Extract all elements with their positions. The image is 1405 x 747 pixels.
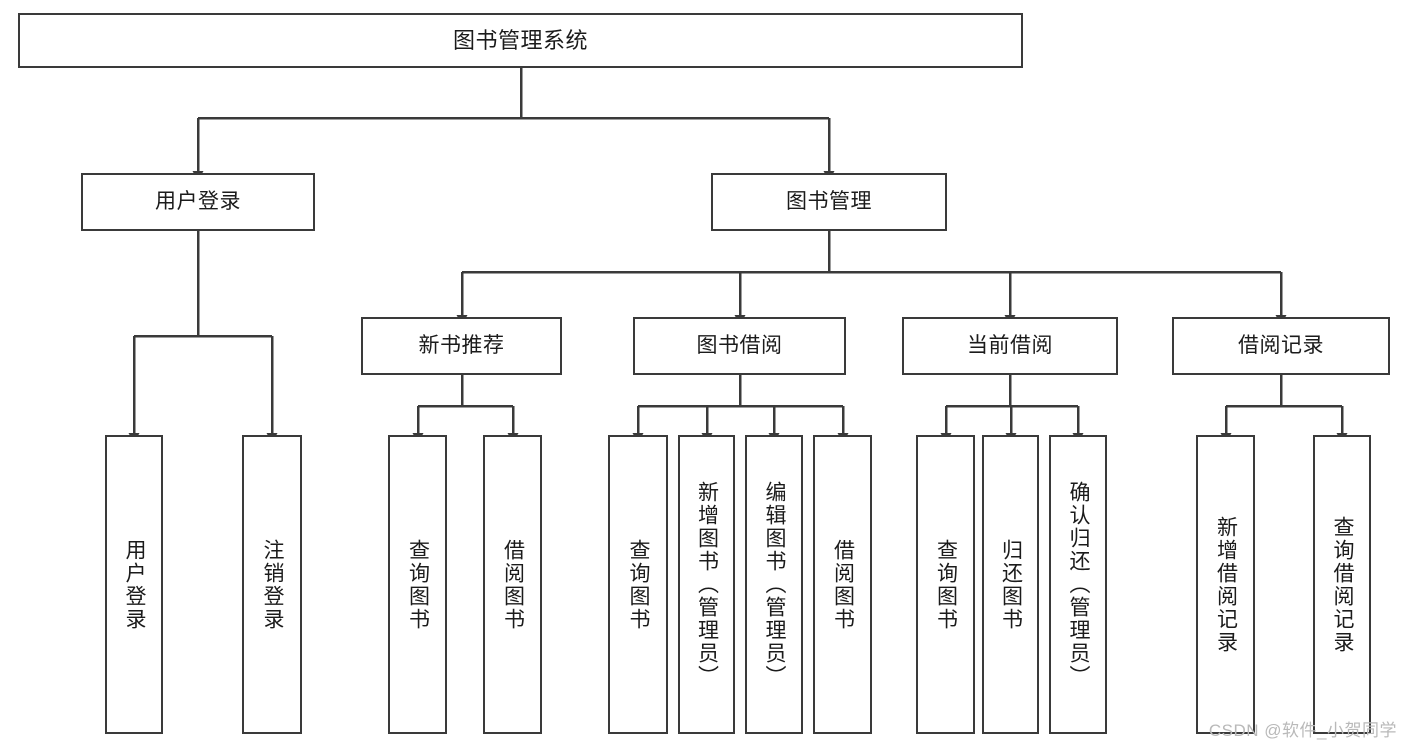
node-current-borrow[interactable]: 当前借阅 [902, 317, 1118, 375]
node-label-root: 图书管理系统 [452, 27, 588, 53]
node-label-book-borrow: 图书借阅 [696, 333, 783, 357]
node-label-user-login: 用户登录 [155, 189, 241, 213]
node-user-login[interactable]: 用户登录 [81, 173, 315, 231]
node-label-leaf-rec-query2: 查询借阅记录 [1331, 515, 1355, 654]
node-label-leaf-borrow-edit: 编辑图书（管理员） [763, 481, 787, 688]
node-label-borrow-record: 借阅记录 [1238, 333, 1324, 357]
node-label-current-borrow: 当前借阅 [967, 333, 1053, 357]
node-book-manage[interactable]: 图书管理 [711, 173, 947, 231]
node-borrow-record[interactable]: 借阅记录 [1172, 317, 1390, 375]
node-leaf-rec-borrow[interactable]: 借阅图书 [483, 435, 542, 734]
node-label-leaf-cur-confirm: 确认归还（管理员） [1067, 481, 1091, 688]
node-leaf-user-login[interactable]: 用户登录 [105, 435, 163, 734]
node-label-leaf-user-login: 用户登录 [123, 538, 147, 631]
node-leaf-borrow-add[interactable]: 新增图书（管理员） [678, 435, 735, 734]
node-root[interactable]: 图书管理系统 [18, 13, 1023, 68]
node-label-leaf-rec-borrow: 借阅图书 [501, 538, 525, 631]
node-book-borrow[interactable]: 图书借阅 [633, 317, 846, 375]
node-leaf-borrow-loan[interactable]: 借阅图书 [813, 435, 872, 734]
node-leaf-cur-query[interactable]: 查询图书 [916, 435, 975, 734]
node-new-book-rec[interactable]: 新书推荐 [361, 317, 562, 375]
node-leaf-cur-return[interactable]: 归还图书 [982, 435, 1039, 734]
node-label-leaf-borrow-add: 新增图书（管理员） [695, 481, 719, 688]
node-leaf-borrow-edit[interactable]: 编辑图书（管理员） [745, 435, 803, 734]
node-leaf-logout[interactable]: 注销登录 [242, 435, 302, 734]
node-label-new-book-rec: 新书推荐 [418, 333, 505, 357]
node-label-leaf-logout: 注销登录 [261, 538, 285, 631]
node-leaf-cur-confirm[interactable]: 确认归还（管理员） [1049, 435, 1107, 734]
node-leaf-rec-query2[interactable]: 查询借阅记录 [1313, 435, 1371, 734]
node-label-leaf-rec-query: 查询图书 [406, 538, 430, 631]
node-label-leaf-borrow-query: 查询图书 [627, 538, 651, 631]
node-label-leaf-cur-query: 查询图书 [934, 538, 958, 631]
node-leaf-rec-query[interactable]: 查询图书 [388, 435, 447, 734]
node-leaf-borrow-query[interactable]: 查询图书 [608, 435, 668, 734]
node-label-book-manage: 图书管理 [786, 189, 872, 213]
node-label-leaf-borrow-loan: 借阅图书 [831, 538, 855, 631]
node-label-leaf-cur-return: 归还图书 [999, 538, 1023, 631]
node-leaf-rec-add[interactable]: 新增借阅记录 [1196, 435, 1255, 734]
node-label-leaf-rec-add: 新增借阅记录 [1214, 515, 1238, 654]
edge-group [128, 68, 1348, 443]
